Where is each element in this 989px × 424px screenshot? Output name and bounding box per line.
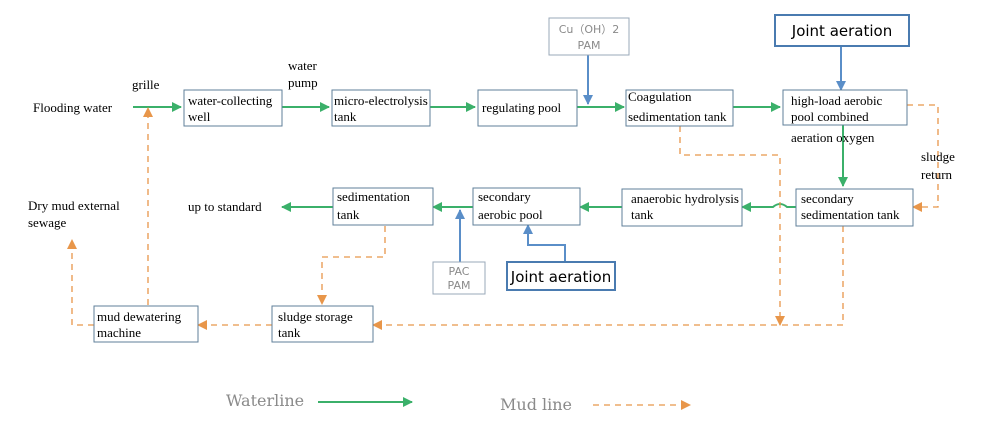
sludge-storage-line-2: tank xyxy=(278,325,301,340)
box-anaerobic-hydrolysis-tank: anaerobic hydrolysis tank xyxy=(621,188,743,227)
secondary-sed-line-2: sedimentation tank xyxy=(801,207,900,222)
dry-mud-label-line-2: sewage xyxy=(28,215,66,230)
legend-mud-line-label: Mud line xyxy=(500,395,572,414)
mud-dewatering-to-dry-mud xyxy=(67,239,94,326)
water-pump-label-line-1: water xyxy=(288,58,318,73)
water-line-connectors xyxy=(133,102,848,212)
sludge-return-label-line-2: return xyxy=(921,167,953,182)
mud-secondary-to-storage xyxy=(372,226,844,330)
secondary-aerobic-line-1: secondary xyxy=(478,189,531,204)
box-water-collecting-well: water-collecting well xyxy=(183,89,283,127)
box-cu-pam: Cu（OH）2 PAM xyxy=(548,17,630,56)
sludge-storage-line-1: sludge storage xyxy=(278,309,353,324)
regulating-pool-label: regulating pool xyxy=(482,100,561,115)
dosing-connectors xyxy=(455,46,846,262)
mud-dewatering-line-1: mud dewatering xyxy=(97,309,182,324)
box-sedimentation-tank: sedimentation tank xyxy=(332,187,434,226)
box-sludge-storage-tank: sludge storage tank xyxy=(271,305,374,343)
pac-pam-line-1: PAC xyxy=(449,265,470,278)
micro-electrolysis-line-1: micro-electrolysis xyxy=(334,93,428,108)
joint-aeration-bottom-label: Joint aeration xyxy=(510,268,611,286)
high-load-line-1: high-load aerobic xyxy=(791,93,883,108)
pac-pam-line-2: PAM xyxy=(448,279,471,292)
box-secondary-sedimentation-tank: secondary sedimentation tank xyxy=(795,188,914,227)
mud-sludge-return xyxy=(907,104,939,212)
box-high-load-aerobic-pool: high-load aerobic pool combined aeration… xyxy=(782,89,908,145)
high-load-line-2: pool combined xyxy=(791,109,869,124)
water-arrow-to-anaerobic xyxy=(741,202,796,212)
grille-label: grille xyxy=(132,77,160,92)
legend: Waterline Mud line xyxy=(226,391,691,414)
mud-dewatering-line-2: machine xyxy=(97,325,141,340)
mud-line-connectors xyxy=(67,104,939,330)
cu-pam-line-2: PAM xyxy=(578,39,601,52)
flooding-water-label: Flooding water xyxy=(33,100,113,115)
sludge-return-label-line-1: sludge xyxy=(921,149,955,164)
legend-waterline-label: Waterline xyxy=(226,391,304,410)
coagulation-line-2: sedimentation tank xyxy=(628,109,727,124)
coagulation-line-1: Coagulation xyxy=(628,89,692,104)
bottom-aeration-arrow xyxy=(523,224,566,262)
water-collecting-well-line-1: water-collecting xyxy=(188,93,273,108)
anaerobic-line-1: anaerobic hydrolysis xyxy=(631,191,739,206)
water-pump-label-line-2: pump xyxy=(288,75,318,90)
anaerobic-line-2: tank xyxy=(631,207,654,222)
sedimentation-line-2: tank xyxy=(337,207,360,222)
dry-mud-label-line-1: Dry mud external xyxy=(28,198,120,213)
box-mud-dewatering-machine: mud dewatering machine xyxy=(93,305,199,343)
box-regulating-pool: regulating pool xyxy=(477,89,578,127)
joint-aeration-top-label: Joint aeration xyxy=(791,22,892,40)
cu-pam-line-1: Cu（OH）2 xyxy=(559,23,620,36)
box-joint-aeration-bottom: Joint aeration xyxy=(506,261,616,291)
sedimentation-line-1: sedimentation xyxy=(337,189,410,204)
box-secondary-aerobic-pool: secondary aerobic pool xyxy=(472,187,581,226)
up-to-standard-label: up to standard xyxy=(188,199,262,214)
box-joint-aeration-top: Joint aeration xyxy=(774,14,910,47)
box-coagulation-sedimentation-tank: Coagulation sedimentation tank xyxy=(625,89,734,127)
water-collecting-well-line-2: well xyxy=(188,109,211,124)
secondary-aerobic-line-2: aerobic pool xyxy=(478,207,543,222)
micro-electrolysis-line-2: tank xyxy=(334,109,357,124)
mud-coagulation-drain xyxy=(679,126,785,326)
box-micro-electrolysis-tank: micro-electrolysis tank xyxy=(331,89,431,127)
secondary-sed-line-1: secondary xyxy=(801,191,854,206)
box-pac-pam: PAC PAM xyxy=(432,261,486,295)
mud-sedimentation-to-storage xyxy=(317,226,386,305)
high-load-line-3: aeration oxygen xyxy=(791,130,875,145)
